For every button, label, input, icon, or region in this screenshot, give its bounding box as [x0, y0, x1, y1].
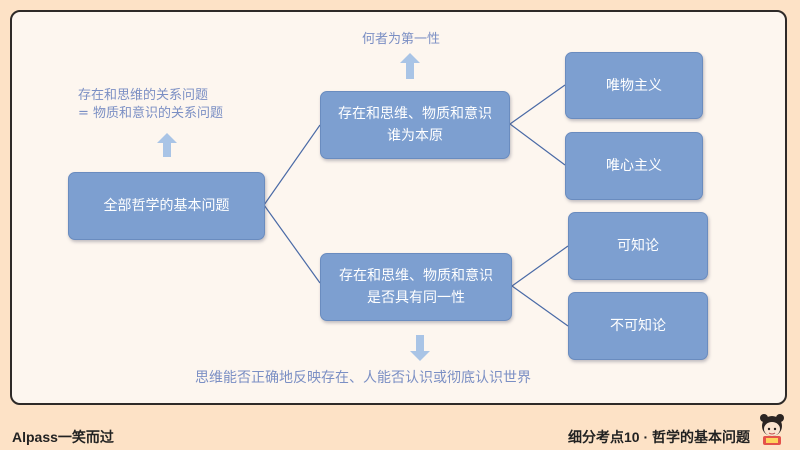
branch2-line1: 存在和思维、物质和意识	[339, 268, 493, 284]
avatar-icon	[760, 414, 784, 445]
footer-title: 细分考点10 · 哲学的基本问题	[567, 429, 750, 445]
leaf-idealism: 唯心主义	[565, 132, 703, 200]
down-arrow-icon	[410, 335, 430, 361]
branch2-note: 思维能否正确地反映存在、人能否认识或彻底认识世界	[195, 370, 531, 386]
root-label: 全部哲学的基本问题	[103, 198, 230, 214]
root-note-line1: 存在和思维的关系问题	[78, 88, 209, 103]
branch1-line1: 存在和思维、物质和意识	[338, 106, 492, 122]
leaf-knowability: 可知论	[568, 212, 708, 280]
up-arrow-icon	[157, 133, 177, 157]
leaf-agnosticism: 不可知论	[568, 292, 708, 360]
leaf-label: 可知论	[617, 238, 659, 254]
branch1-note: 何者为第一性	[362, 32, 441, 47]
branch2-line2: 是否具有同一性	[367, 290, 465, 306]
branch1-box: 存在和思维、物质和意识 谁为本原	[320, 91, 510, 159]
leaf-label: 唯物主义	[606, 77, 662, 94]
root-note-line2: = 物质和意识的关系问题	[78, 106, 224, 121]
branch1-line2: 谁为本原	[387, 128, 443, 144]
root-box: 全部哲学的基本问题	[68, 172, 265, 240]
leaf-label: 不可知论	[610, 318, 666, 334]
branch2-box: 存在和思维、物质和意识 是否具有同一性	[320, 253, 512, 321]
up-arrow-icon	[400, 53, 420, 79]
leaf-label: 唯心主义	[606, 158, 662, 174]
footer-brand: Alpass一笑而过	[12, 429, 114, 445]
leaf-materialism: 唯物主义	[565, 52, 703, 119]
